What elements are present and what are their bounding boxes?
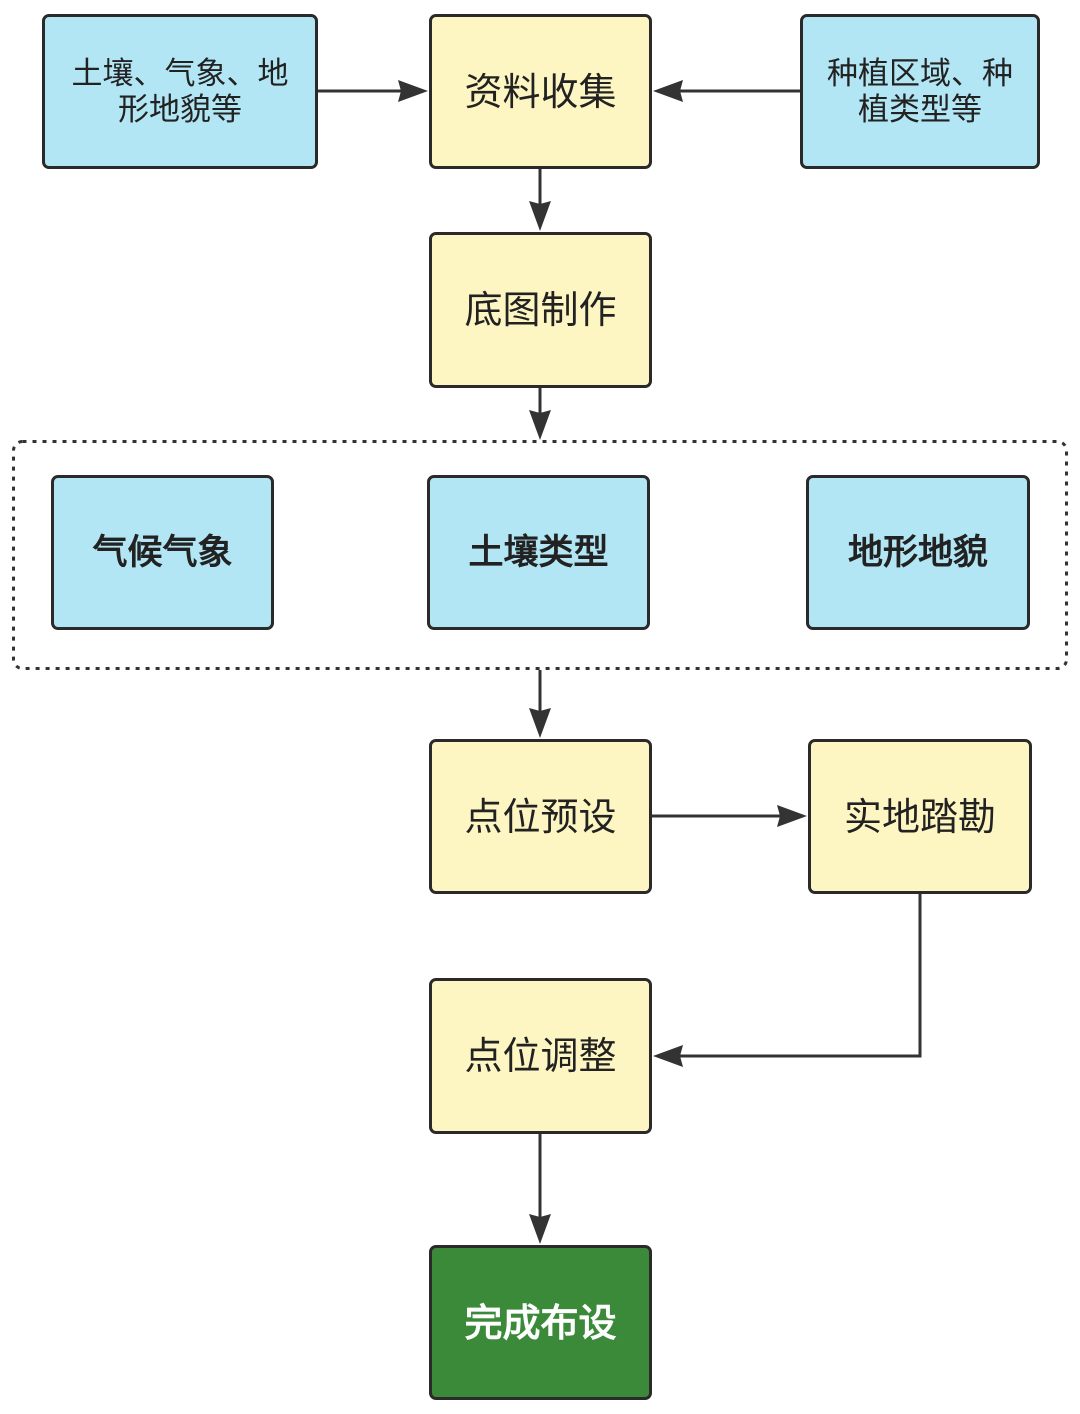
arrowhead-factor-group-to-preset	[529, 708, 551, 738]
factor-box-climate: 气候气象	[51, 475, 274, 630]
connector-survey-to-adjust	[680, 894, 922, 1058]
arrowhead-basemap-to-factor-group	[529, 410, 551, 440]
arrowhead-left-source-to-collect	[398, 80, 428, 102]
factor-box-soil-type: 土壤类型	[427, 475, 650, 630]
arrowhead-collect-to-basemap	[529, 201, 551, 231]
source-label-soil-climate-terrain: 土壤、气象、地形地貌等	[71, 55, 289, 128]
source-box-soil-climate-terrain: 土壤、气象、地形地貌等	[42, 14, 318, 169]
factor-label-terrain: 地形地貌	[847, 532, 988, 573]
factor-label-climate: 气候气象	[92, 532, 233, 573]
factor-label-soil-type: 土壤类型	[468, 532, 609, 573]
step-label-point-adjustment: 点位调整	[464, 1034, 617, 1078]
factor-box-terrain: 地形地貌	[806, 475, 1030, 630]
step-label-data-collection: 资料收集	[464, 69, 617, 114]
arrowhead-adjust-to-done	[529, 1214, 551, 1244]
step-box-layout-complete: 完成布设	[429, 1245, 652, 1400]
source-box-planting-area-type: 种植区域、种植类型等	[800, 14, 1040, 169]
step-label-layout-complete: 完成布设	[464, 1300, 617, 1345]
source-label-planting-area-type: 种植区域、种植类型等	[827, 55, 1013, 128]
step-box-data-collection: 资料收集	[429, 14, 652, 169]
step-label-point-preset: 点位预设	[464, 794, 617, 839]
factor-group-dotted-frame	[12, 440, 1068, 670]
step-box-point-adjustment: 点位调整	[429, 978, 652, 1134]
step-box-point-preset: 点位预设	[429, 739, 652, 894]
factor-group: 气候气象 土壤类型 地形地貌	[12, 440, 1068, 670]
step-label-field-survey: 实地踏勘	[843, 794, 996, 839]
arrowhead-right-source-to-collect	[653, 80, 683, 102]
step-box-basemap-making: 底图制作	[429, 232, 652, 388]
factor-group-frame-rect	[12, 440, 1068, 670]
step-box-field-survey: 实地踏勘	[808, 739, 1032, 894]
arrowhead-survey-to-adjust	[653, 1045, 683, 1067]
step-label-basemap-making: 底图制作	[464, 288, 617, 332]
arrowhead-preset-to-survey	[777, 805, 807, 827]
